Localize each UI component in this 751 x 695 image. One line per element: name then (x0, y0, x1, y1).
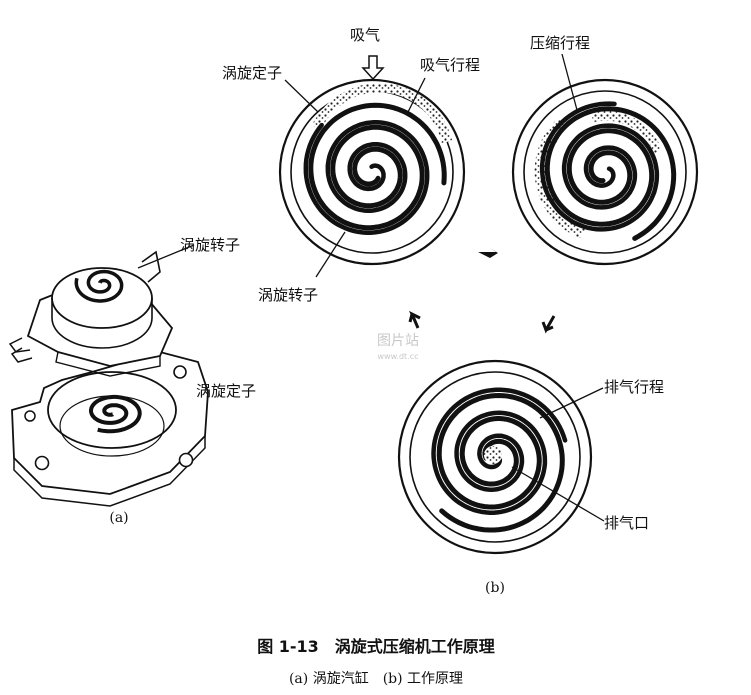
compression-gas-region-2 (590, 110, 662, 153)
exhaust-disk (397, 359, 593, 555)
figure-caption-title: 图 1-13 涡旋式压缩机工作原理 (257, 637, 495, 656)
arrow-up-icon (408, 310, 421, 329)
orbiting-scroll-wrap (303, 120, 430, 235)
orbiting-scroll-wrap (539, 101, 660, 232)
label-exhaust-port: 排气口 (604, 514, 649, 532)
orbiting-scroll-spiral-a (74, 269, 124, 303)
fixed-scroll-spiral-a (89, 394, 142, 434)
exhaust-gas-region (484, 446, 502, 464)
arrow-down-left-icon (541, 315, 556, 334)
watermark-brand: 图片站 (377, 333, 419, 349)
label-exhaust-stroke: 排气行程 (604, 378, 664, 396)
compression-disk (511, 78, 699, 266)
cycle-arrows (408, 248, 556, 334)
watermark-url: www.dt.cc (378, 352, 419, 361)
watermark: 图片站 www.dt.cc (377, 333, 419, 361)
label-intake-stroke: 吸气行程 (420, 56, 480, 74)
label-intake: 吸气 (350, 26, 380, 44)
fixed-scroll-wrap (308, 102, 447, 231)
arrow-right-icon (478, 248, 498, 258)
scroll-cylinder-assembly (8, 250, 209, 507)
fixed-scroll-wrap (544, 106, 677, 241)
label-fixed-scroll-b: 涡旋定子 (222, 64, 282, 82)
intake-gas-region (312, 83, 452, 144)
label-orbiting-scroll-b: 涡旋转子 (258, 286, 318, 304)
figure-caption-subtitle: (a) 涡旋汽缸 (b) 工作原理 (289, 670, 463, 687)
label-sub-a: (a) (109, 510, 128, 526)
intake-disk (278, 78, 466, 266)
intake-arrow-icon (361, 55, 385, 81)
label-fixed-scroll-a: 涡旋定子 (196, 382, 256, 400)
label-compression-stroke: 压缩行程 (530, 34, 590, 52)
label-sub-b: (b) (485, 580, 505, 596)
orbiting-scroll-wrap (431, 387, 568, 515)
label-orbiting-scroll-a: 涡旋转子 (180, 236, 240, 254)
